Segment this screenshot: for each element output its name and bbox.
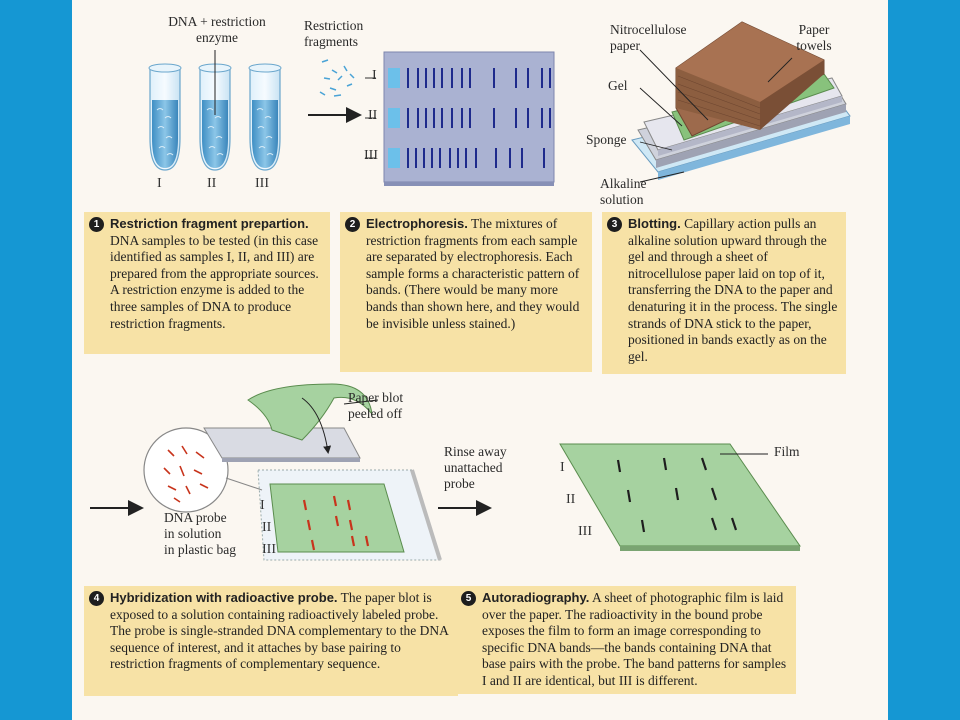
step-number-3: 3	[607, 217, 622, 232]
step-number-4: 4	[89, 591, 104, 606]
probe-band	[302, 499, 308, 511]
label-dna-probe: DNA probe in solution in plastic bag	[164, 510, 236, 557]
label-paper-towels: Paper towels	[796, 22, 832, 53]
probe-band	[346, 499, 352, 511]
probe-band	[310, 539, 316, 551]
caption-text-3: Capillary action pulls an alkaline solut…	[628, 216, 838, 364]
blot-label-1: I	[260, 498, 265, 513]
caption-heading-4: Hybridization with radioactive probe.	[110, 590, 338, 605]
figure-panel: DNA + restriction enzyme Restriction fra…	[72, 0, 888, 720]
peel-arrow	[301, 397, 332, 454]
southern-blot-illustration	[90, 21, 851, 561]
test-tube-1	[148, 63, 182, 171]
caption-text-4: The paper blot is exposed to a solution …	[110, 590, 449, 672]
film-band	[626, 489, 632, 503]
film-label-1: I	[560, 460, 565, 475]
peeled-paper-blot	[203, 383, 373, 462]
probe-band	[332, 495, 338, 507]
gel	[383, 51, 555, 186]
caption-heading-3: Blotting.	[628, 216, 681, 231]
caption-heading-1: Restriction fragment prepartion.	[110, 216, 309, 231]
blot-label-2: II	[262, 520, 272, 535]
label-dna-enzyme: DNA + restriction enzyme	[168, 14, 266, 45]
tube-label-3: III	[255, 176, 269, 191]
test-tube-2	[198, 63, 232, 171]
caption-step-3: 3 Blotting. Capillary action pulls an alk…	[602, 212, 846, 374]
blotting-stack	[631, 21, 851, 180]
label-sponge: Sponge	[586, 132, 627, 147]
step-number-1: 1	[89, 217, 104, 232]
fragments-icon	[319, 59, 355, 97]
film-label-3: III	[578, 524, 592, 539]
caption-heading-5: Autoradiography.	[482, 590, 590, 605]
probe-band	[348, 519, 354, 531]
label-gel: Gel	[608, 78, 628, 93]
label-rinse: Rinse away unattached probe	[444, 444, 507, 491]
caption-step-2: 2 Electrophoresis. The mixtures of restri…	[340, 212, 592, 372]
probe-band	[334, 515, 340, 527]
label-restriction-fragments: Restriction fragments	[304, 18, 364, 49]
caption-text-2: The mixtures of restriction fragments fr…	[366, 216, 580, 331]
gel-bands	[407, 68, 551, 168]
probe-band	[350, 535, 356, 547]
film-band	[616, 459, 622, 473]
probe-band	[364, 535, 370, 547]
film-band	[730, 517, 738, 531]
probe-band	[306, 519, 312, 531]
label-film: Film	[774, 444, 800, 459]
film-band	[640, 519, 646, 533]
probe-bands	[302, 495, 370, 551]
tube-label-2: II	[207, 176, 217, 191]
test-tube-3	[248, 63, 282, 171]
probe-magnifier	[143, 427, 263, 513]
gel-label-3: III	[364, 148, 378, 163]
plastic-bag	[257, 469, 442, 561]
label-alkaline-solution: Alkaline solution	[600, 176, 647, 207]
caption-text-1: DNA samples to be tested (in this case i…	[110, 232, 319, 331]
caption-step-5: 5 Autoradiography. A sheet of photographi…	[456, 586, 796, 694]
caption-text-5: A sheet of photographic film is laid ove…	[482, 590, 787, 688]
film-sheet	[559, 443, 801, 551]
film-band	[710, 487, 718, 501]
caption-heading-2: Electrophoresis.	[366, 216, 468, 231]
caption-step-1: 1 Restriction fragment prepartion. DNA sa…	[84, 212, 330, 354]
film-band	[700, 457, 708, 471]
step-number-5: 5	[461, 591, 476, 606]
gel-label-2: II	[368, 108, 378, 123]
film-bands	[616, 457, 738, 533]
film-band	[674, 487, 680, 501]
gel-label-1: I	[372, 68, 377, 83]
blotting-pointers	[639, 49, 793, 183]
film-band	[662, 457, 668, 471]
caption-step-4: 4 Hybridization with radioactive probe. T…	[84, 586, 458, 696]
film-band	[710, 517, 718, 531]
step-number-2: 2	[345, 217, 360, 232]
tube-label-1: I	[157, 176, 162, 191]
label-paper-blot: Paper blot peeled off	[348, 390, 404, 421]
label-nitrocellulose: Nitrocellulose paper	[610, 22, 687, 53]
film-label-2: II	[566, 492, 576, 507]
blot-label-3: III	[262, 542, 276, 557]
